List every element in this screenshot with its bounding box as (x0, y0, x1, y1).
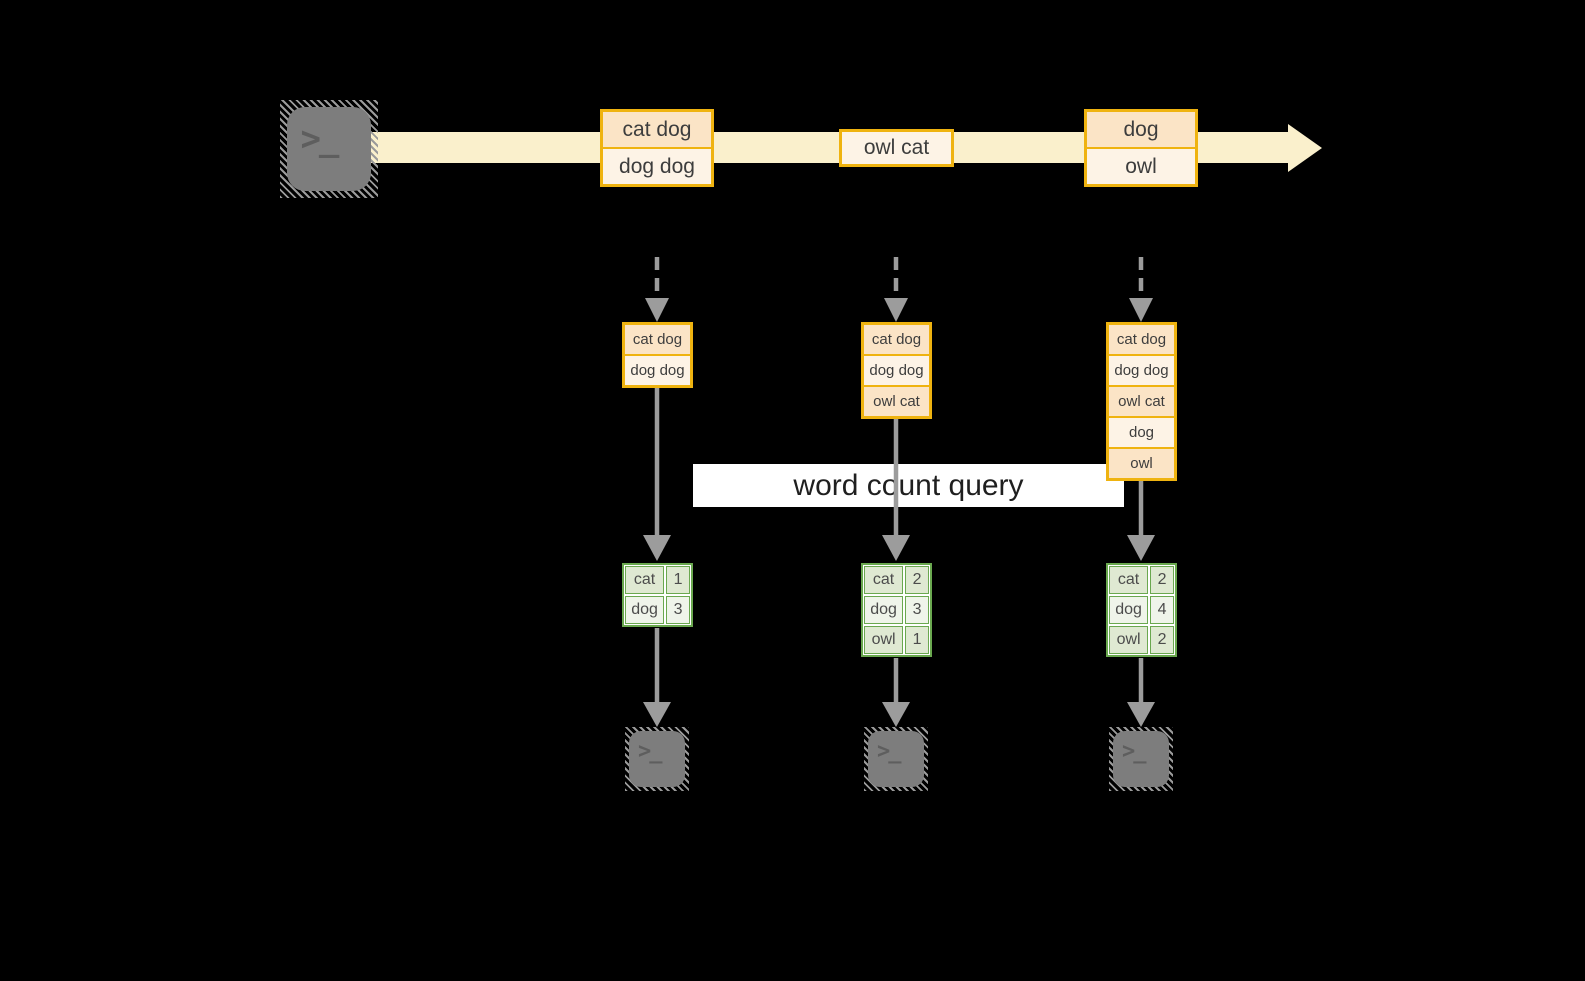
count-cell: 2 (1150, 566, 1174, 594)
count-row: dog 3 (625, 596, 690, 624)
sink-terminal-icon-1: >_ (625, 727, 689, 791)
count-table-1: cat 1 dog 3 (622, 563, 693, 627)
prompt-icon: >_ (300, 118, 339, 159)
count-cell: 3 (666, 596, 690, 624)
terminal-screen: >_ (287, 107, 371, 191)
event-buffer-stack-1: cat dog dog dog (622, 322, 693, 388)
count-cell: 2 (905, 566, 929, 594)
sink-terminal-icon-3: >_ (1109, 727, 1173, 791)
word-cell: cat (864, 566, 904, 594)
count-row: cat 2 (864, 566, 929, 594)
word-cell: owl (1109, 626, 1149, 654)
buffer-row: cat dog (864, 325, 929, 354)
count-cell: 1 (905, 626, 929, 654)
buffer-row: dog dog (1109, 354, 1174, 385)
count-cell: 1 (666, 566, 690, 594)
buffer-row: dog dog (625, 354, 690, 385)
terminal-screen: >_ (629, 731, 685, 787)
buffer-row: dog dog (864, 354, 929, 385)
event-row: owl (1087, 147, 1195, 184)
word-cell: dog (1109, 596, 1149, 624)
word-cell: dog (625, 596, 665, 624)
count-table-3: cat 2 dog 4 owl 2 (1106, 563, 1177, 657)
event-row: owl cat (842, 132, 951, 164)
count-row: owl 2 (1109, 626, 1174, 654)
count-row: dog 3 (864, 596, 929, 624)
query-label: word count query (693, 464, 1124, 507)
sink-terminal-icon-2: >_ (864, 727, 928, 791)
prompt-icon: >_ (637, 738, 662, 764)
count-row: cat 2 (1109, 566, 1174, 594)
event-row: dog dog (603, 147, 711, 184)
count-row: dog 4 (1109, 596, 1174, 624)
terminal-screen: >_ (868, 731, 924, 787)
prompt-icon: >_ (1121, 738, 1146, 764)
buffer-row: dog (1109, 416, 1174, 447)
stream-event-box-1: cat dog dog dog (600, 109, 714, 187)
event-row: dog (1087, 112, 1195, 147)
buffer-row: cat dog (1109, 325, 1174, 354)
count-row: cat 1 (625, 566, 690, 594)
prompt-icon: >_ (876, 738, 901, 764)
word-cell: owl (864, 626, 904, 654)
source-terminal-icon: >_ (280, 100, 378, 198)
word-cell: dog (864, 596, 904, 624)
event-row: cat dog (603, 112, 711, 147)
buffer-row: owl cat (864, 385, 929, 416)
stream-arrowhead-icon (1288, 124, 1322, 172)
event-buffer-stack-3: cat dog dog dog owl cat dog owl (1106, 322, 1177, 481)
event-buffer-stack-2: cat dog dog dog owl cat (861, 322, 932, 419)
buffer-row: owl cat (1109, 385, 1174, 416)
count-table-2: cat 2 dog 3 owl 1 (861, 563, 932, 657)
stream-event-box-3: dog owl (1084, 109, 1198, 187)
buffer-row: cat dog (625, 325, 690, 354)
count-cell: 2 (1150, 626, 1174, 654)
word-cell: cat (1109, 566, 1149, 594)
count-row: owl 1 (864, 626, 929, 654)
count-cell: 3 (905, 596, 929, 624)
count-cell: 4 (1150, 596, 1174, 624)
buffer-row: owl (1109, 447, 1174, 478)
stream-event-box-2: owl cat (839, 129, 954, 167)
word-cell: cat (625, 566, 665, 594)
terminal-screen: >_ (1113, 731, 1169, 787)
